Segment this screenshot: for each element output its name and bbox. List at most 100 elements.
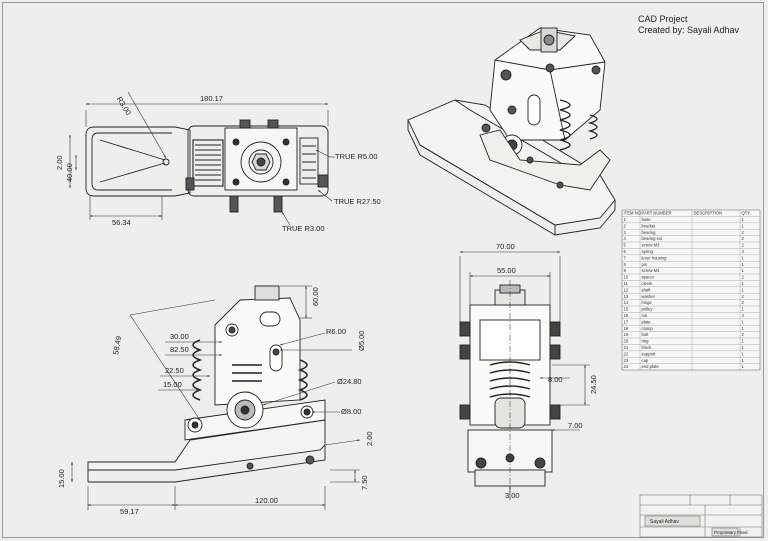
bom-cell: 1 [742,223,745,228]
dim-120: 120.00 [255,496,278,505]
front-view-dimensions [459,251,590,500]
isometric-view [407,27,616,236]
bom-cell: 1 [742,358,745,363]
bom-cell: 1 [742,268,745,273]
dim-58: 58.49 [111,335,123,355]
bom-cell: pin [642,262,648,267]
bom-cell: 1 [742,319,745,324]
bom-cell: 1 [742,351,745,356]
dim-55: 55.00 [497,266,516,275]
bom-cell: washer [642,294,656,299]
bom-cell: 4 [742,313,745,318]
dim-70: 70.00 [496,242,515,251]
bom-cell: 3 [624,230,627,235]
bom-cell: 14 [624,300,629,305]
bom-cell: 1 [742,287,745,292]
bom-cell: 2 [742,236,745,241]
dim-82-5: 82.50 [170,345,189,354]
bom-cell: 1 [742,255,745,260]
dim-59-17: 59.17 [120,507,139,516]
bom-cell: clevis [642,281,652,286]
bom-cell: spring [642,249,654,254]
bom-cell: 10 [624,275,629,280]
title-block-author: Sayali Adhav [650,519,679,525]
bom-cell: 1 [742,339,745,344]
title-block [639,494,763,538]
dim-15a: 15.00 [163,380,182,389]
dim-15b: 15.00 [57,469,66,488]
bom-cell: 8 [624,262,627,267]
bom-cell: spacer [642,275,655,280]
bom-header: PART NUMBER [642,211,672,216]
bom-cell: 22 [624,351,629,356]
bom-cell: pulley [642,307,654,312]
dim-bottom-length: 56.34 [112,218,131,227]
bom-cell: 2 [742,230,745,235]
dim-24-5: 24.50 [589,375,598,394]
bom-cell: hinge [642,300,653,305]
bom-header: ITEM NO. [624,211,643,216]
top-view-dimensions [69,91,335,226]
bom-cell: 15 [624,307,629,312]
bom-cell: 16 [624,313,629,318]
project-title: CAD Project [638,14,688,24]
bom-cell: 9 [624,268,627,273]
top-view-labels: 180.17 R3.00 2.00 40.00 56.34 TRUE R5.00… [55,94,381,233]
bom-cell: bearing [642,230,657,235]
bom-cell: 23 [624,358,629,363]
bom-cell: 1 [742,281,745,286]
bom-cell: 13 [624,294,629,299]
top-view [85,119,329,213]
bom-cell: shaft [642,287,652,292]
dim-phi8: Ø8.00 [341,407,361,416]
dim-overall-length: 180.17 [200,94,223,103]
dim-height-a: 2.00 [55,155,64,170]
bom-cell: end plate [642,364,660,369]
bom-cell: screw M4 [642,268,661,273]
project-author: Created by: Sayali Adhav [638,25,740,35]
bom-header: DESCRIPTION [694,211,723,216]
side-view-dimensions [71,285,361,510]
bom-cell: 1 [742,345,745,350]
bom-cell: 11 [624,281,629,286]
dim-30: 30.00 [170,332,189,341]
bom-cell: 1 [742,326,745,331]
bom-cell: bearing ext [642,236,664,241]
side-view-labels: 60.00 58.49 30.00 82.50 22.50 15.00 R6.0… [57,287,374,516]
dim-22-5: 22.50 [165,366,184,375]
bom-cell: nut [642,313,649,318]
dim-true-r3: TRUE R3.00 [282,224,325,233]
bom-cell: 21 [624,345,629,350]
bom-cell: 24 [624,364,629,369]
bom-cell: 19 [624,332,629,337]
dim-7: 7.00 [568,421,583,430]
bom-cell: 17 [624,319,629,324]
dim-r6: R6.00 [326,327,346,336]
bom-cell: support [642,351,657,356]
bom-cell: 2 [742,243,745,248]
bom-cell: base [642,217,652,222]
bom-cell: 2 [742,275,745,280]
bom-cell: 6 [624,249,627,254]
bom-cell: cap [642,358,649,363]
bom-cell: lever housing [642,255,668,260]
bom-cell: plate [642,319,652,324]
dim-height-b: 40.00 [65,163,74,182]
bom-frame [621,209,761,371]
bom-cell: 1 [624,217,627,222]
dim-phi5: Ø5.00 [357,331,366,351]
dim-8: 8.00 [548,375,563,384]
bom-cell: screw M3 [642,243,661,248]
title-block-company: Proprietary Feed [714,530,748,535]
bom-cell: block [642,345,653,350]
bom-cell: 2 [742,332,745,337]
bom-cell: 18 [624,326,629,331]
dim-2: 2.00 [365,431,374,446]
bom-header: QTY. [742,211,751,216]
bom-cell: 2 [742,294,745,299]
bom-cell: 1 [742,307,745,312]
bom-cell: 12 [624,287,629,292]
bom-cell: 4 [624,236,627,241]
